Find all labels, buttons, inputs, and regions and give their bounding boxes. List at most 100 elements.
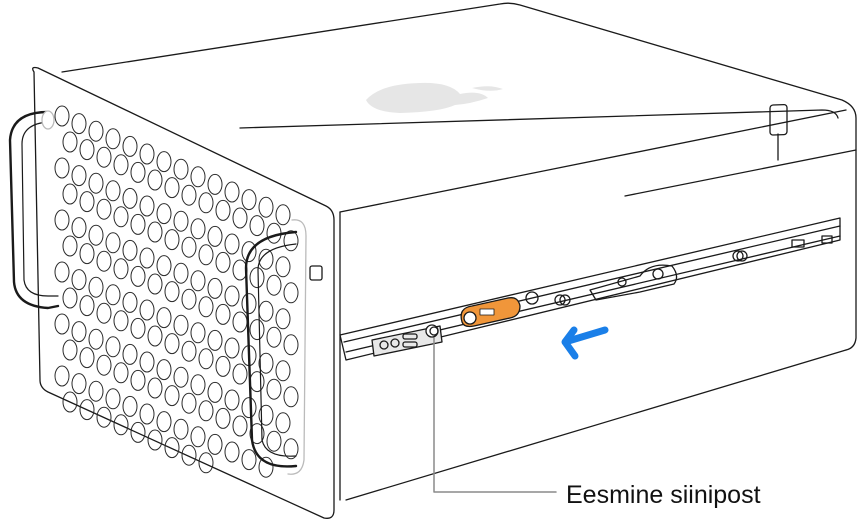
grille-hole	[215, 251, 231, 273]
grille-hole	[249, 215, 265, 237]
grille-hole	[224, 285, 240, 307]
grille-hole	[207, 433, 223, 455]
grille-hole	[207, 173, 223, 195]
grille-hole	[258, 456, 274, 478]
grille-hole	[198, 452, 214, 474]
grille-hole	[113, 258, 129, 280]
grille-hole	[224, 181, 240, 203]
grille-hole	[190, 270, 206, 292]
grille-hole	[71, 373, 87, 395]
grille-hole	[139, 195, 155, 217]
grille-hole	[198, 244, 214, 266]
grille-hole	[241, 397, 257, 419]
grille-hole	[258, 404, 274, 426]
grille-hole	[139, 143, 155, 165]
grille-hole	[241, 449, 257, 471]
grille-hole	[79, 243, 95, 265]
grille-hole	[71, 269, 87, 291]
grille-hole	[275, 412, 291, 434]
grille-hole	[71, 165, 87, 187]
grille-hole	[156, 255, 172, 277]
grille-hole	[105, 180, 121, 202]
grille-hole	[241, 189, 257, 211]
grille-hole	[96, 406, 112, 428]
grille-hole	[173, 418, 189, 440]
grille-hole	[266, 274, 282, 296]
grille-hole	[224, 337, 240, 359]
grille-hole	[190, 426, 206, 448]
slide-rail	[339, 217, 841, 361]
grille-hole	[207, 277, 223, 299]
grille-hole	[122, 395, 138, 417]
grille-hole	[122, 135, 138, 157]
grille-hole	[54, 157, 70, 179]
grille-hole	[79, 191, 95, 213]
grille-hole	[88, 328, 104, 350]
front-grille	[54, 105, 299, 478]
grille-hole	[198, 296, 214, 318]
grille-hole	[139, 299, 155, 321]
grille-hole	[241, 293, 257, 315]
grille-hole	[96, 250, 112, 272]
grille-hole	[283, 230, 299, 252]
grille-hole	[62, 339, 78, 361]
grille-hole	[79, 347, 95, 369]
grille-hole	[164, 333, 180, 355]
grille-hole	[173, 314, 189, 336]
grille-hole	[105, 336, 121, 358]
grille-hole	[130, 317, 146, 339]
grille-hole	[130, 421, 146, 443]
grille-hole	[164, 229, 180, 251]
grille-hole	[190, 322, 206, 344]
grille-hole	[215, 355, 231, 377]
grille-hole	[54, 313, 70, 335]
grille-hole	[249, 319, 265, 341]
grille-hole	[215, 303, 231, 325]
grille-hole	[215, 407, 231, 429]
grille-hole	[181, 288, 197, 310]
grille-hole	[62, 183, 78, 205]
grille-hole	[147, 273, 163, 295]
grille-hole	[198, 192, 214, 214]
grille-hole	[105, 284, 121, 306]
chassis-top	[61, 2, 857, 351]
grille-hole	[258, 248, 274, 270]
grille-hole	[130, 265, 146, 287]
grille-hole	[275, 308, 291, 330]
grille-hole	[105, 128, 121, 150]
grille-hole	[139, 403, 155, 425]
grille-hole	[207, 381, 223, 403]
grille-hole	[249, 423, 265, 445]
grille-hole	[156, 203, 172, 225]
grille-hole	[173, 210, 189, 232]
rail-release-latch	[460, 297, 521, 328]
grille-hole	[113, 414, 129, 436]
grille-hole	[173, 158, 189, 180]
grille-hole	[190, 374, 206, 396]
grille-hole	[96, 146, 112, 168]
grille-hole	[71, 321, 87, 343]
grille-hole	[190, 166, 206, 188]
grille-hole	[71, 113, 87, 135]
grille-hole	[62, 287, 78, 309]
grille-hole	[181, 444, 197, 466]
grille-hole	[181, 340, 197, 362]
grille-hole	[122, 187, 138, 209]
grille-hole	[181, 236, 197, 258]
grille-hole	[88, 120, 104, 142]
grille-hole	[173, 366, 189, 388]
grille-hole	[266, 378, 282, 400]
grille-hole	[266, 430, 282, 452]
right-handle	[244, 219, 323, 475]
grille-hole	[156, 411, 172, 433]
grille-hole	[207, 225, 223, 247]
grille-hole	[139, 351, 155, 373]
grille-hole	[113, 362, 129, 384]
grille-hole	[79, 399, 95, 421]
grille-hole	[62, 235, 78, 257]
grille-hole	[266, 326, 282, 348]
grille-hole	[147, 325, 163, 347]
grille-hole	[198, 348, 214, 370]
grille-hole	[198, 400, 214, 422]
grille-hole	[232, 363, 248, 385]
